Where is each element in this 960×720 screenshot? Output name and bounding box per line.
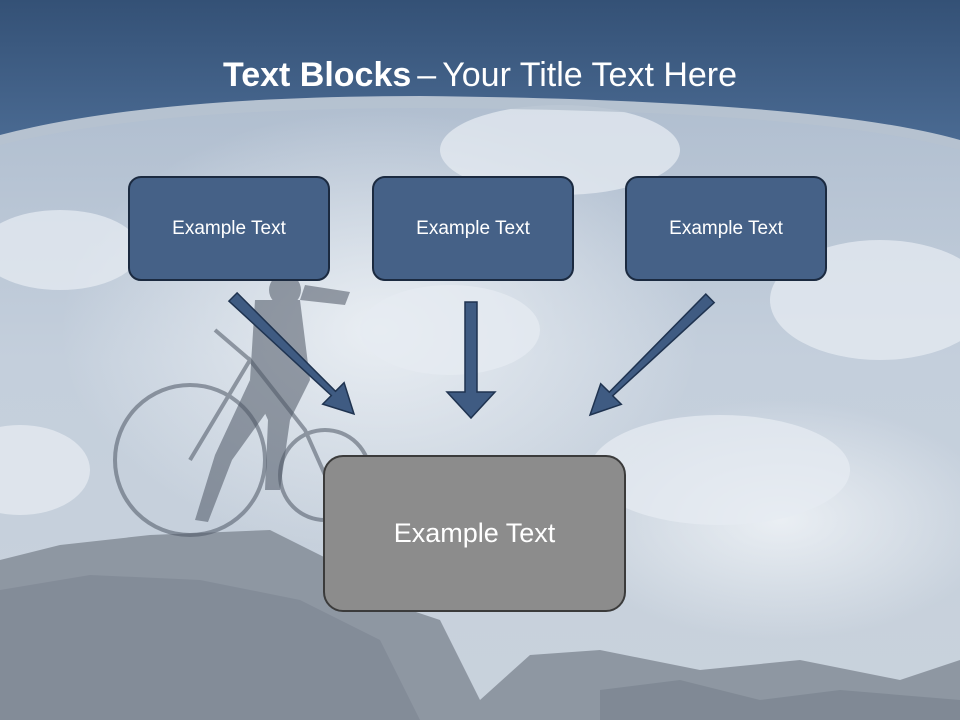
text-block-bottom-label: Example Text [393,518,556,548]
text-block-top-left[interactable]: Example Text [128,176,330,281]
slide-title: Text Blocks–Your Title Text Here [0,52,960,98]
text-block-top-left-label: Example Text [172,217,286,239]
text-block-top-middle-label: Example Text [416,217,530,239]
title-banner [0,0,960,150]
slide-title-bold: Text Blocks [222,56,412,94]
slide-title-dash: – [417,56,437,94]
text-block-top-middle[interactable]: Example Text [372,176,574,281]
slide-title-rest: Your Title Text Here [442,56,738,94]
text-block-top-right-label: Example Text [669,217,783,239]
arrow-right [588,293,716,417]
text-block-top-right[interactable]: Example Text [625,176,827,281]
arrow-left [227,291,356,416]
text-block-bottom[interactable]: Example Text [323,455,626,612]
arrow-middle [445,301,497,420]
